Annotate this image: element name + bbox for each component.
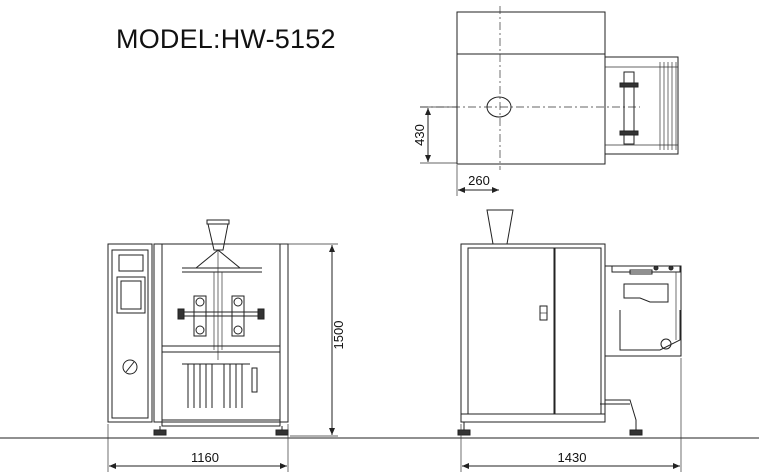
model-title: MODEL:HW-5152 xyxy=(116,24,336,54)
front-view: 1160 1500 xyxy=(0,219,759,472)
dim-height: 1500 xyxy=(331,321,346,350)
dim-top-depth: 430 xyxy=(412,124,427,146)
dim-top-offset: 260 xyxy=(468,173,490,188)
dim-front-width: 1160 xyxy=(191,450,219,465)
side-view: 1430 xyxy=(457,209,682,472)
top-view: 430 260 xyxy=(412,6,679,196)
dim-side-width: 1430 xyxy=(558,450,587,465)
